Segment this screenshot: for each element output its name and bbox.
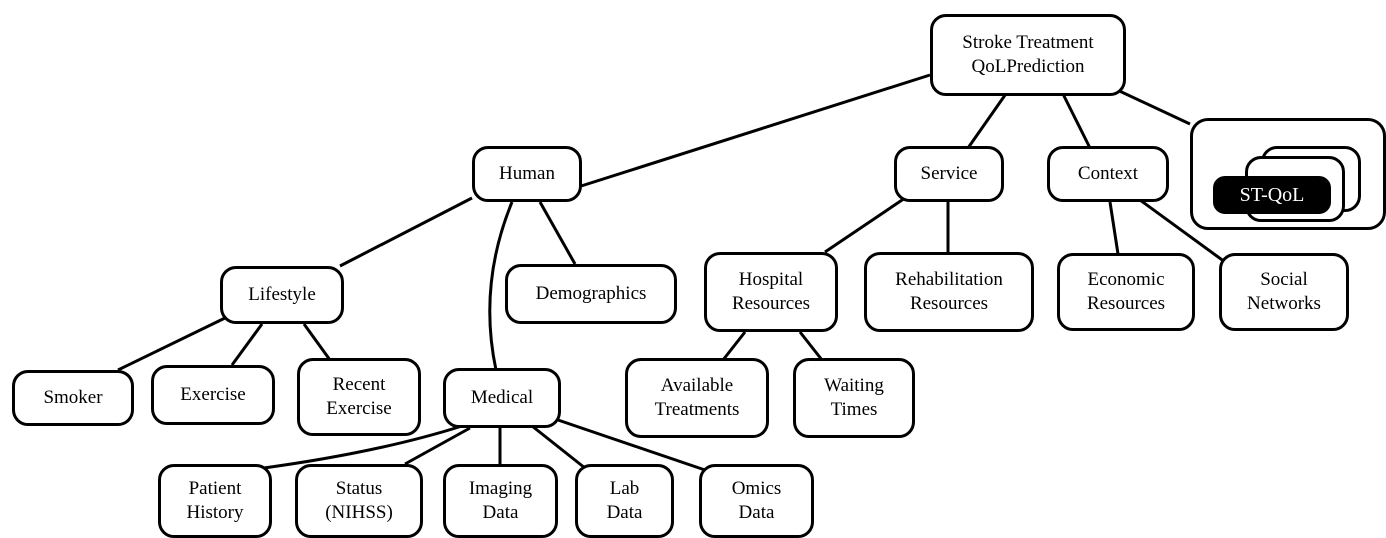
edge-human-medical: [488, 201, 514, 371]
node-recent-exercise: Recent Exercise: [297, 358, 421, 436]
edge-lifestyle-recent: [302, 323, 332, 361]
edge-hospital-available: [721, 331, 747, 361]
edge-context-economic: [1108, 201, 1120, 255]
node-waiting-times: Waiting Times: [793, 358, 915, 438]
node-medical: Medical: [443, 368, 561, 428]
edge-human-lifestyle: [339, 196, 473, 268]
node-hospital-resources: Hospital Resources: [704, 252, 838, 332]
node-demographics: Demographics: [505, 264, 677, 324]
edge-root-human: [577, 73, 931, 189]
edge-hospital-waiting: [798, 331, 824, 361]
st-qol-logo: ST-QoL: [1190, 118, 1386, 230]
logo-label: ST-QoL: [1213, 176, 1331, 214]
edge-root-logo: [1112, 86, 1191, 126]
node-patient-history: Patient History: [158, 464, 272, 538]
node-economic-resources: Economic Resources: [1057, 253, 1195, 331]
edge-lifestyle-smoker: [117, 316, 226, 372]
node-imaging-data: Imaging Data: [443, 464, 558, 538]
edge-medical-patient: [263, 424, 463, 470]
node-omics-data: Omics Data: [699, 464, 814, 538]
edge-lifestyle-exercise: [230, 323, 264, 366]
edge-root-context: [1058, 87, 1092, 149]
node-lifestyle: Lifestyle: [220, 266, 344, 324]
node-smoker: Smoker: [12, 370, 134, 426]
node-available-treatments: Available Treatments: [625, 358, 769, 438]
node-exercise: Exercise: [151, 365, 275, 425]
edge-medical-omics: [557, 418, 706, 472]
node-context: Context: [1047, 146, 1169, 202]
node-lab-data: Lab Data: [575, 464, 674, 538]
node-service: Service: [894, 146, 1004, 202]
edge-service-hospital: [824, 194, 909, 254]
edge-human-demographics: [538, 201, 577, 265]
node-root: Stroke Treatment QoLPrediction: [930, 14, 1126, 96]
node-rehabilitation-resources: Rehabilitation Resources: [864, 252, 1034, 332]
edge-medical-lab: [531, 424, 591, 474]
edge-context-social: [1139, 198, 1226, 264]
node-social-networks: Social Networks: [1219, 253, 1349, 331]
edge-medical-status: [404, 426, 471, 466]
node-status-nihss: Status (NIHSS): [295, 464, 423, 538]
edge-root-service: [966, 87, 1012, 149]
node-human: Human: [472, 146, 582, 202]
